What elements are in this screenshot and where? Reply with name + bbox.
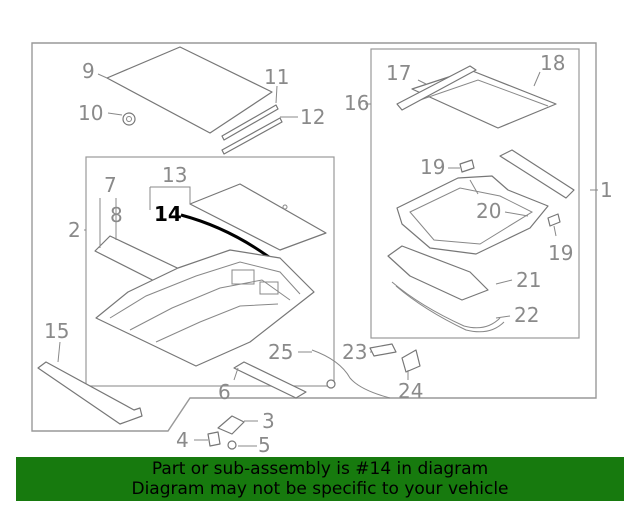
molding-11 (221, 104, 279, 141)
callout-10: 10 (78, 101, 103, 125)
callout-25: 25 (268, 340, 293, 364)
callout-19a: 19 (420, 155, 445, 179)
callout-15: 15 (44, 319, 69, 343)
callout-1: 1 (600, 178, 613, 202)
roof-panel-9 (106, 46, 273, 134)
pad-19a (459, 159, 475, 173)
callout-16: 16 (344, 91, 369, 115)
drain-22 (391, 281, 501, 329)
nut-5 (227, 440, 237, 450)
banner-line-1: Part or sub-assembly is #14 in diagram (151, 459, 489, 479)
cable-25 (311, 349, 391, 399)
callout-3: 3 (262, 409, 275, 433)
molding-12 (221, 117, 283, 155)
strip-14-highlighted (180, 213, 274, 262)
info-banner: Part or sub-assembly is #14 in diagram D… (16, 457, 624, 501)
callout-23: 23 (342, 340, 367, 364)
shade-21 (387, 245, 489, 301)
rail-20b (499, 149, 575, 199)
bar-6 (233, 361, 307, 399)
callout-11: 11 (264, 65, 289, 89)
callout-22: 22 (514, 303, 539, 327)
bracket-3 (217, 415, 245, 435)
bar-15 (37, 361, 143, 425)
callout-24: 24 (398, 379, 423, 403)
bracket-23 (369, 343, 397, 357)
bracket-24 (401, 349, 421, 373)
callout-14: 14 (154, 202, 182, 226)
callout-13: 13 (162, 163, 187, 187)
callout-8: 8 (110, 203, 123, 227)
callout-7: 7 (104, 173, 117, 197)
banner-line-2: Diagram may not be specific to your vehi… (131, 479, 509, 499)
parts-diagram: 9 10 11 12 13 14 7 8 2 16 17 18 19 20 19… (31, 42, 613, 455)
panel-13 (189, 183, 327, 251)
callout-5: 5 (258, 433, 271, 455)
callout-9: 9 (82, 59, 95, 83)
deflector-17 (396, 65, 477, 111)
callout-17: 17 (386, 61, 411, 85)
bolt-4 (207, 431, 221, 447)
callout-12: 12 (300, 105, 325, 129)
clip-10 (122, 112, 136, 126)
callout-21: 21 (516, 268, 541, 292)
callout-4: 4 (176, 428, 189, 452)
frame-20 (396, 175, 549, 255)
callout-18: 18 (540, 51, 565, 75)
callout-19b: 19 (548, 241, 573, 265)
callout-2: 2 (68, 218, 81, 242)
pad-19b (547, 213, 561, 227)
callout-20: 20 (476, 199, 501, 223)
headliner (95, 249, 315, 367)
callout-6: 6 (218, 380, 231, 404)
